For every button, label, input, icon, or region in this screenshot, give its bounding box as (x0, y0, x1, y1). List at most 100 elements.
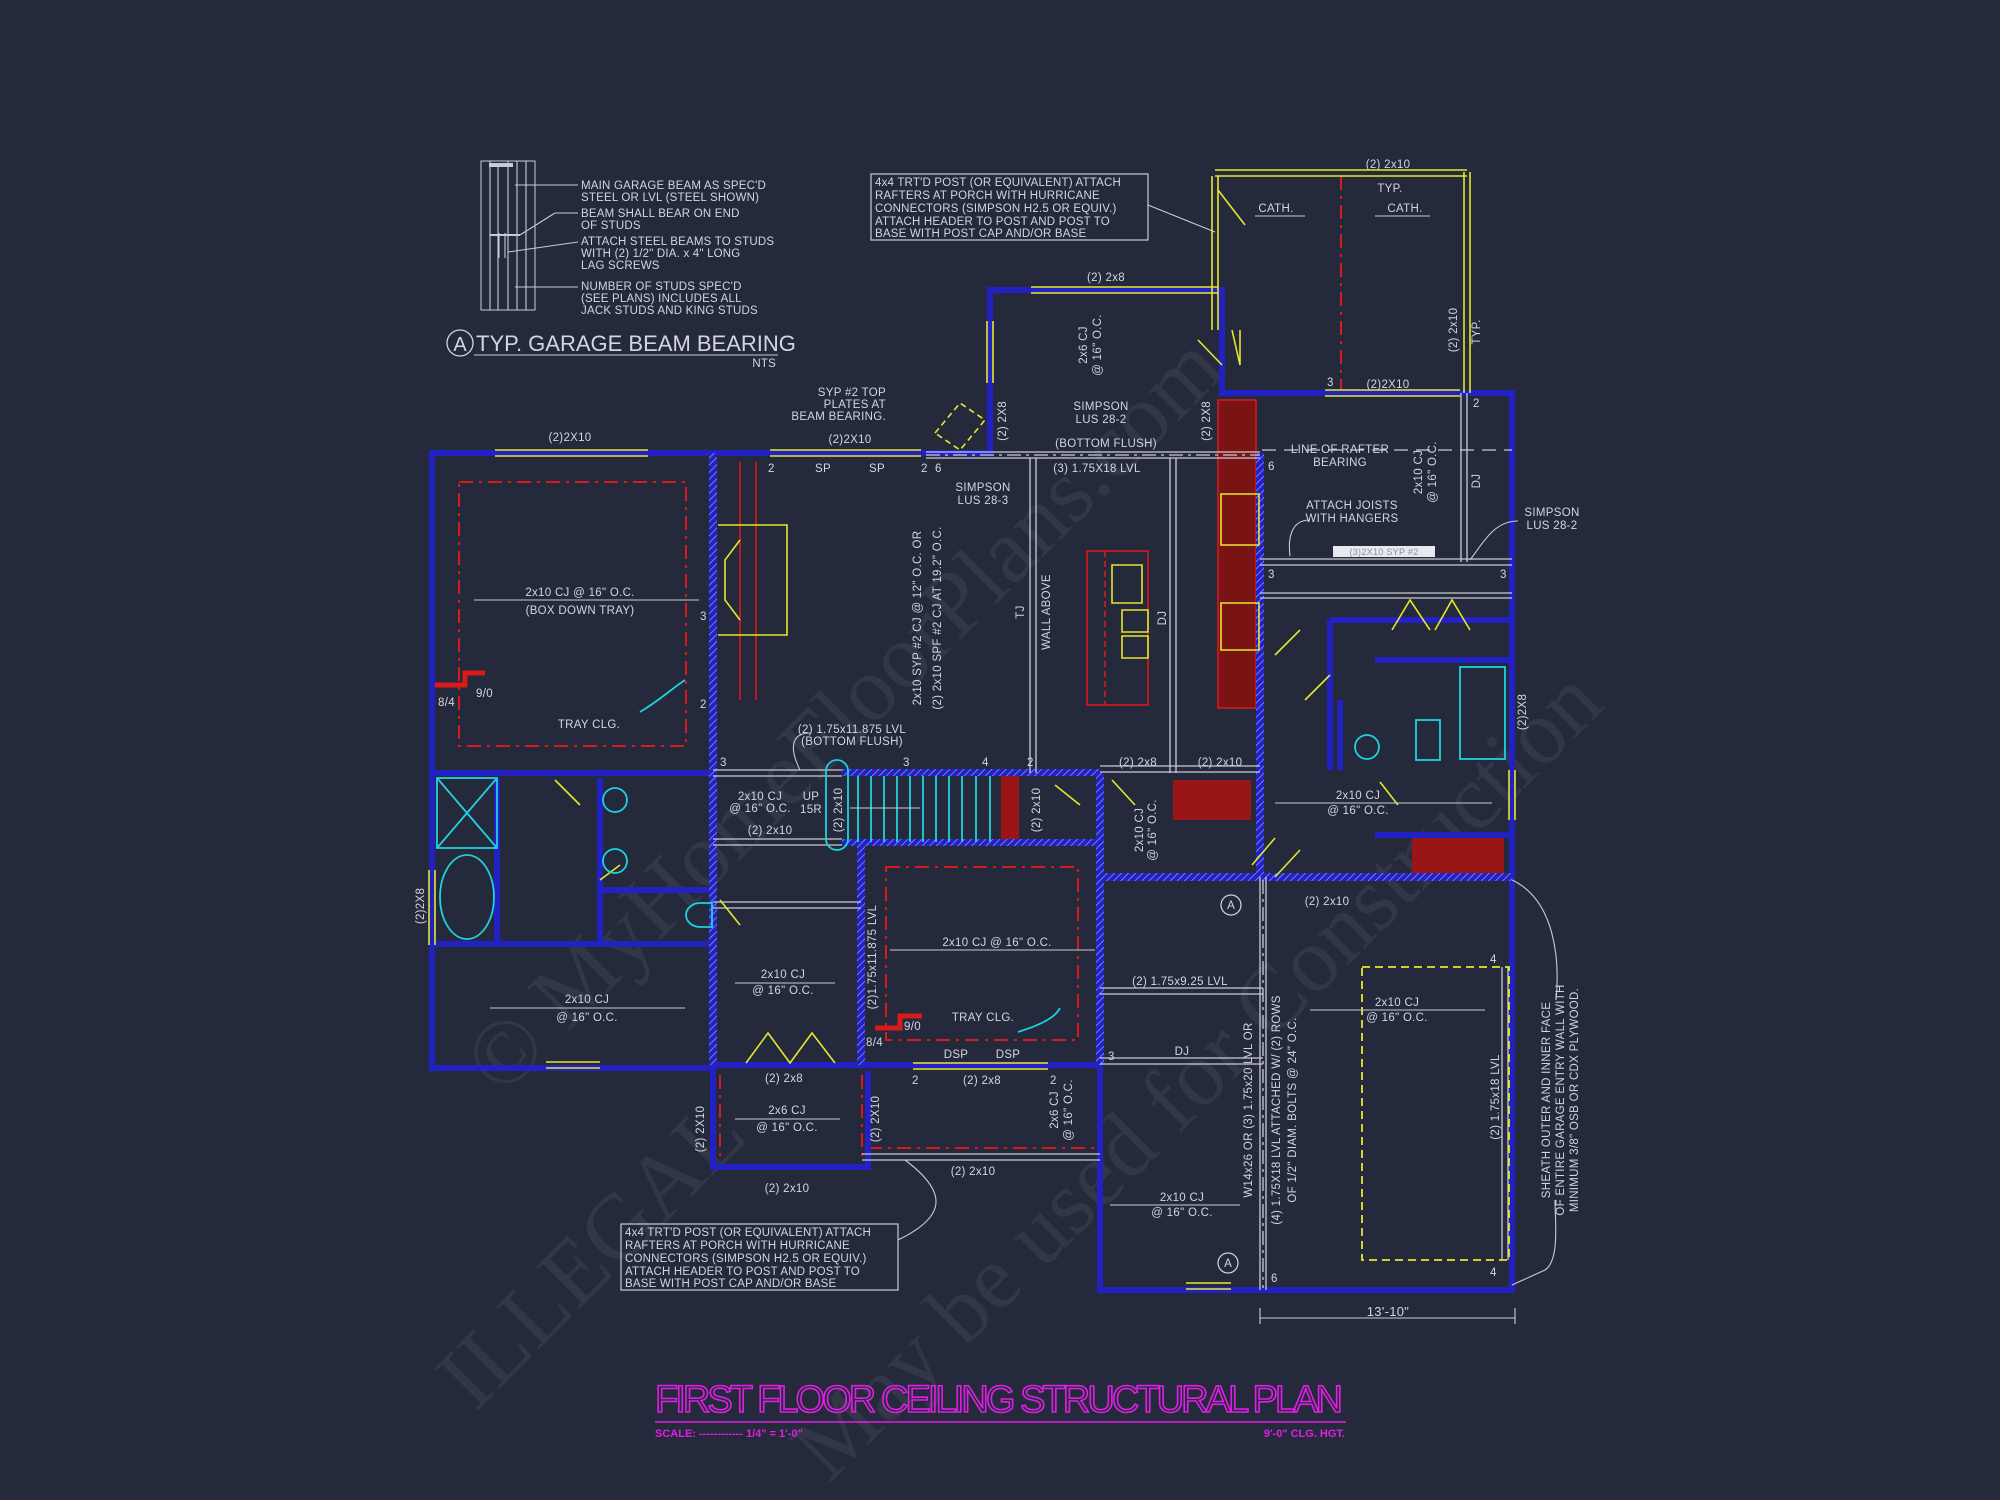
plan-label: (4) 1.75X18 LVL ATTACHED W/ (2) ROWS (1271, 995, 1283, 1225)
detail-note: BEAM SHALL BEAR ON END (581, 208, 740, 220)
note-line: BASE WITH POST CAP AND/OR BASE (625, 1278, 836, 1290)
post-number: 2 (1473, 398, 1479, 410)
detail-note: OF STUDS (581, 220, 641, 232)
plan-label: 2x10 CJ (565, 994, 609, 1006)
plan-label: (2)2X10 (548, 432, 591, 444)
plan-label: (3)2X10 SYP #2 (1349, 547, 1418, 557)
tray-step-symbol (875, 1013, 922, 1031)
beam-stud-detail-drawing (480, 160, 579, 311)
plan-label: (BOX DOWN TRAY) (526, 605, 635, 617)
plan-label: OF ENTIRE GARAGE ENTRY WALL WITH (1555, 984, 1567, 1215)
plan-label: @ 16" O.C. (1092, 314, 1104, 376)
post-number: 3 (1327, 377, 1333, 389)
plan-label: (2) 2x10 (1448, 308, 1460, 353)
plan-label: (2) 2X10 (695, 1106, 707, 1153)
note-line: BASE WITH POST CAP AND/OR BASE (875, 228, 1086, 240)
plan-label: SIMPSON (955, 482, 1010, 494)
ceiling-height: 9'-0" CLG. HGT. (1264, 1428, 1345, 1440)
plan-label: @ 16" O.C. (756, 1122, 818, 1134)
plan-label: BEARING (1313, 457, 1367, 469)
plan-label: (3) 1.75X18 LVL (1053, 463, 1141, 475)
plan-label: TYP. (1377, 183, 1402, 195)
plan-label: W14x26 OR (3) 1.75x20 LVL OR (1243, 1022, 1255, 1197)
plan-label: WITH HANGERS (1305, 513, 1398, 525)
post-number: 2 (921, 463, 927, 475)
plan-label: SP (869, 463, 885, 475)
post-stud-counts: 2 2 6 6 3 3 3 2 3 3 4 2 2 2 3 4 4 6 3 2 (700, 377, 1506, 1285)
plan-label: SHEATH OUTER AND INNER FACE (1541, 1002, 1553, 1198)
drawing-scale: SCALE: ------------ 1/4" = 1'-0" (655, 1428, 803, 1440)
plan-label: OF 1/2" DIAM. BOLTS @ 24" O.C. (1287, 1017, 1299, 1202)
post-number: 4 (1490, 1267, 1497, 1279)
post-number: 2 (912, 1075, 918, 1087)
plan-label: UP (803, 791, 820, 803)
plan-label: BEAM BEARING. (791, 411, 886, 423)
post-number: 2 (768, 463, 774, 475)
plan-label: DJ (1157, 611, 1169, 626)
post-number: 6 (1268, 461, 1274, 473)
plan-label: (2)1.75x11.875 LVL (867, 904, 879, 1009)
plan-label: DJ (1471, 474, 1483, 489)
post-number: 4 (982, 757, 989, 769)
section-marker-circle (1217, 1252, 1239, 1274)
section-marker-letter: A (1227, 900, 1235, 912)
plan-label: SIMPSON (1524, 507, 1579, 519)
post-number: 3 (700, 611, 706, 623)
plan-label: 8/4 (866, 1037, 883, 1049)
plan-label: (2) 1.75x9.25 LVL (1132, 976, 1228, 988)
note-line: ATTACH HEADER TO POST AND POST TO (625, 1266, 860, 1278)
plan-label: (2) 2x10 (765, 1183, 810, 1195)
detail-marker-letter: A (453, 334, 467, 356)
plan-label: @ 16" O.C. (1427, 441, 1439, 503)
detail-scale-nts: NTS (752, 358, 776, 370)
plan-label: DJ (1175, 1046, 1190, 1058)
plan-label: 15R (800, 804, 822, 816)
plan-label: TJ (1015, 605, 1027, 618)
plan-label: (2) 2x8 (1119, 757, 1157, 769)
detail-title: TYP. GARAGE BEAM BEARING (476, 331, 796, 356)
plan-label: 2x10 CJ (1160, 1192, 1204, 1204)
plumbing-fixtures (436, 666, 1506, 1033)
plan-label: (2) 2x10 (1031, 788, 1043, 833)
plan-label: (2) 2x8 (1087, 272, 1125, 284)
plan-label: (2) 1.75x11.875 LVL (798, 724, 907, 736)
plan-label: (BOTTOM FLUSH) (1055, 438, 1157, 450)
drawing-title: FIRST FLOOR CEILING STRUCTURAL PLAN (655, 1379, 1345, 1421)
plan-label: 2x6 CJ (1078, 326, 1090, 364)
plan-label: (2) 2x8 (963, 1075, 1001, 1087)
plan-label: (2)2X10 (1366, 379, 1409, 391)
plan-label: 2x10 CJ (1336, 790, 1380, 802)
note-line: RAFTERS AT PORCH WITH HURRICANE (875, 190, 1100, 202)
plan-label: TRAY CLG. (558, 719, 620, 731)
plan-label: TYP. (1471, 319, 1483, 344)
beams (713, 393, 1512, 1290)
beam-label-box (1333, 546, 1435, 557)
plan-label: SIMPSON (1073, 401, 1128, 413)
note-line: 4x4 TRT'D POST (OR EQUIVALENT) ATTACH (875, 177, 1121, 189)
plan-label: (2) 2x8 (765, 1073, 803, 1085)
plan-label: (2) 2x10 (1305, 896, 1350, 908)
post-number: 3 (720, 757, 726, 769)
plan-label: TRAY CLG. (952, 1012, 1014, 1024)
plan-label: (2) 2x10 (951, 1166, 996, 1178)
plan-label: (BOTTOM FLUSH) (801, 736, 903, 748)
plan-label: @ 16" O.C. (752, 985, 814, 997)
plan-label: 2x6 CJ (1049, 1091, 1061, 1129)
post-number: 6 (935, 463, 941, 475)
structural-labels: (2)2X10 2x10 CJ @ 16" O.C. (BOX DOWN TRA… (415, 159, 1581, 1319)
note-line: CONNECTORS (SIMPSON H2.5 OR EQUIV.) (875, 203, 1117, 215)
plan-label: 2x6 CJ (768, 1105, 806, 1117)
plan-label: (2)2X8 (1517, 694, 1529, 730)
detail-note: (SEE PLANS) INCLUDES ALL (581, 293, 742, 305)
post-number: 2 (1027, 757, 1033, 769)
plan-label: (2) 2X8 (1201, 401, 1213, 441)
plan-label: (2) 2x10 (1366, 159, 1411, 171)
plan-label: @ 16" O.C. (1147, 799, 1159, 861)
stairs (825, 759, 991, 851)
plan-label: (2)2X8 (415, 888, 427, 924)
post-number: 3 (1268, 569, 1274, 581)
plan-label: DSP (944, 1049, 969, 1061)
plan-label: WALL ABOVE (1041, 574, 1053, 650)
detail-note: LAG SCREWS (581, 260, 660, 272)
